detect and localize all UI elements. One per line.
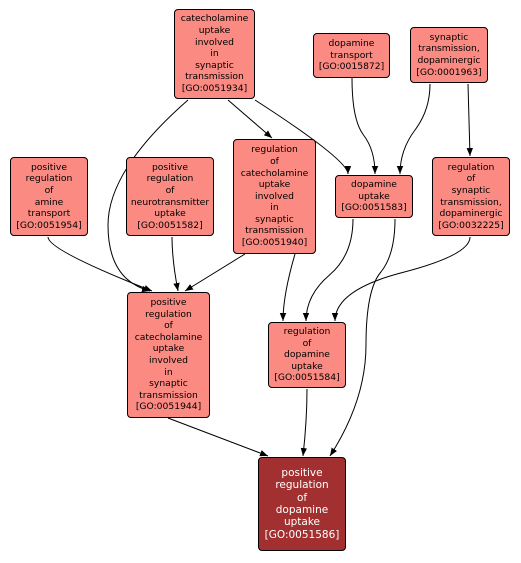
go-term-label-line: dopamine — [275, 504, 329, 516]
go-term-label-line: transmission — [139, 389, 198, 401]
go-term-label-line: uptake — [152, 343, 185, 355]
go-term-label-line: regulation — [25, 173, 73, 185]
go-term-label-line: in — [164, 366, 173, 378]
go-term-label-line: uptake — [258, 179, 291, 191]
go-term-label-line: dopaminergic — [417, 55, 481, 66]
go-term-label-line: catecholamine — [134, 331, 203, 343]
go-term-id: [GO:0015872] — [318, 61, 385, 73]
edge-0001963-to-0032225 — [466, 83, 473, 157]
go-term-id: [GO:0051586] — [264, 528, 340, 541]
go-term-label-line: transport — [27, 208, 71, 220]
edge-0015872-to-0051583 — [351, 77, 379, 175]
edge-0051584-to-0051586 — [300, 388, 308, 457]
go-term-label-line: regulation — [447, 161, 495, 173]
go-term-label-line: of — [164, 320, 173, 332]
go-term-id: [GO:0051583] — [341, 202, 407, 214]
go-term-label-line: in — [210, 48, 219, 60]
edge-0051583-to-0051584 — [302, 218, 354, 322]
go-term-label-line: catecholamine — [240, 167, 309, 179]
edge-0051934-to-0051583 — [254, 99, 352, 175]
go-term-label-line: synaptic — [429, 31, 469, 43]
go-term-label-line: dopaminergic — [439, 208, 503, 220]
go-term-id: [GO:0051944] — [135, 401, 202, 413]
go-term-label-line: transmission, — [418, 43, 480, 55]
go-term-label-line: synaptic — [149, 378, 188, 390]
go-term-id: [GO:0051954] — [16, 219, 82, 231]
go-term-label-line: regulation — [145, 308, 192, 320]
go-term-label-line: transmission — [185, 71, 244, 83]
go-term-label-line: uptake — [358, 190, 390, 202]
go-term-id: [GO:0051584] — [274, 372, 340, 384]
edge-0051934-to-0051944 — [107, 99, 189, 293]
edge-0001963-to-0051583 — [396, 83, 431, 175]
go-term-label-line: of — [270, 155, 279, 167]
go-term-label-line: in — [270, 202, 279, 214]
go-term-label-line: transport — [330, 49, 373, 61]
go-term-id: [GO:0032225] — [438, 219, 504, 231]
go-term-label-line: regulation — [251, 144, 298, 156]
go-term-id: [GO:0051582] — [137, 219, 203, 231]
go-term-label-line: synaptic — [195, 59, 234, 71]
go-term-label-line: of — [44, 184, 54, 196]
go-term-label-line: uptake — [154, 208, 186, 220]
go-term-label-line: regulation — [283, 326, 331, 338]
go-term-id: [GO:0051940] — [241, 237, 308, 249]
go-term-label-line: uptake — [283, 516, 321, 529]
go-term-label-line: synaptic — [255, 213, 294, 225]
edge-0051940-to-0051584 — [279, 253, 296, 322]
edge-0032225-to-0051584 — [331, 236, 471, 322]
go-term-label-line: synaptic — [451, 184, 491, 196]
go-term-label-line: of — [165, 184, 175, 196]
go-term-label-line: of — [302, 337, 312, 349]
go-term-label-line: positive — [281, 466, 323, 479]
go-term-id: [GO:0001963] — [416, 66, 482, 78]
go-term-label-line: of — [466, 173, 476, 185]
go-term-id: [GO:0051934] — [181, 82, 248, 94]
go-term-label-line: uptake — [291, 360, 323, 372]
go-term-label-line: regulation — [275, 479, 329, 492]
go-term-label-line: involved — [255, 190, 294, 202]
go-term-label-line: involved — [149, 355, 188, 366]
go-term-label-line: regulation — [146, 173, 194, 185]
edge-0051934-to-0051940 — [227, 99, 273, 139]
go-term-label-line: dopamine — [328, 38, 375, 50]
edge-0051944-to-0051586 — [167, 417, 269, 457]
edge-0051583-to-0051586 — [329, 218, 396, 457]
edge-0051940-to-0051944 — [184, 253, 246, 292]
go-term-label-line: neurotransmitter — [130, 196, 210, 208]
go-term-label-line: transmission, — [440, 196, 502, 208]
go-term-label-line: involved — [195, 36, 234, 48]
go-term-label-line: uptake — [198, 25, 231, 37]
go-term-label-line: positive — [151, 161, 189, 173]
go-term-label-line: dopamine — [351, 179, 397, 191]
go-term-label-line: catecholamine — [180, 13, 249, 25]
go-term-label-line: positive — [30, 161, 68, 173]
go-term-label-line: positive — [150, 297, 187, 309]
go-term-label-line: amine — [34, 196, 64, 208]
go-term-label-line: transmission — [245, 225, 304, 237]
edge-0051954-to-0051944 — [47, 236, 153, 292]
go-term-label-line: dopamine — [284, 349, 330, 361]
edge-0051582-to-0051944 — [171, 236, 180, 292]
go-term-label-line: of — [296, 491, 308, 504]
